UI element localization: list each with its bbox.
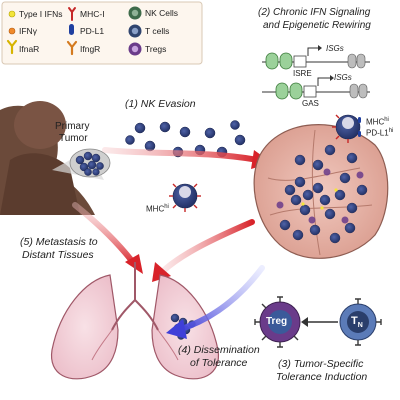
pd-l1-icon [69,24,74,35]
legend-label-nk-cells: NK Cells [145,8,179,18]
ifng-icon [8,27,16,35]
legend-label-ifng: IFNγ [19,26,37,36]
naive-t-cell [339,298,382,346]
legend-label-ifngr: IfngR [80,44,101,54]
lymph-node [253,124,389,259]
isgs-label-bottom: ISGs [334,73,352,82]
treg-cell [254,296,301,348]
primary-tumor-label-line1: Primary [55,121,90,132]
mhc-hi-right-text: MHC [366,117,385,127]
step-3-title-line2: Tolerance Induction [276,371,368,383]
pdl1-hi-sup: hi [388,128,394,134]
step-2-title-line1: (2) Chronic IFN Signaling [258,7,371,18]
step-5-title-line1: (5) Metastasis to [20,236,98,248]
treg-cell-label: Treg [266,316,288,327]
primary-tumor [52,148,111,180]
legend-label-ifnar: IfnaR [19,44,40,54]
mhc-hi-left-text: MHC [146,204,165,214]
legend-label-pd-l1: PD-L1 [80,26,105,36]
isgs-label-top: ISGs [326,44,344,53]
tn-to-treg-arrowhead [301,317,308,327]
nk-cell-icon [128,6,142,20]
legend-label-t-cells: T cells [145,26,170,36]
tn-sub: N [357,322,363,330]
step-2-title-line2: and Epigenetic Rewiring [263,20,371,31]
mhc-hi-left-sup: hi [164,204,169,210]
step-3-title-line1: (3) Tumor-Specific [278,358,364,370]
tn-cell-label: TN [351,315,363,329]
gas-label: GAS [302,99,319,108]
blue-arrowhead [166,319,187,339]
red-arrow-tumor-to-node [102,147,261,163]
legend-box [1,1,203,65]
step-1-title: (1) NK Evasion [125,98,196,110]
mhc-hi-label-right: MHChi [366,117,389,127]
mhc-hi-right-sup: hi [384,117,389,123]
step-5-title-line2: Distant Tissues [22,249,94,261]
ifnar-icon [6,39,18,55]
t-cell-icon [128,24,142,38]
ifngr-icon [66,40,78,56]
red-arrow-node-to-lung [159,219,255,275]
pdl1-hi-text: PD-L1 [366,128,389,138]
treg-icon [128,42,142,56]
blue-arrow-dissemination [175,265,265,333]
step-4-title-line1: (4) Dissemination [178,344,260,356]
mhc-hi-pdl1-hi-cell [332,114,361,143]
step-4-title-line2: of Tolerance [190,357,248,369]
mhc-i-icon [68,7,76,21]
mhc-hi-cell-left [169,183,201,212]
legend-label-tregs: Tregs [145,44,167,54]
mhc-hi-label-left: MHChi [146,204,169,214]
type-i-ifn-icon [8,10,16,18]
primary-tumor-label-line2: Tumor [59,133,88,144]
gas-gene-locus [262,75,370,100]
isre-label: ISRE [293,69,312,78]
isre-gene-locus [262,45,370,70]
pdl1-hi-label: PD-L1hi [366,128,393,138]
tn-text: T [351,315,358,327]
legend-label-type-i-ifns: Type I IFNs [19,9,63,19]
legend-label-mhc-i: MHC-I [80,9,105,19]
